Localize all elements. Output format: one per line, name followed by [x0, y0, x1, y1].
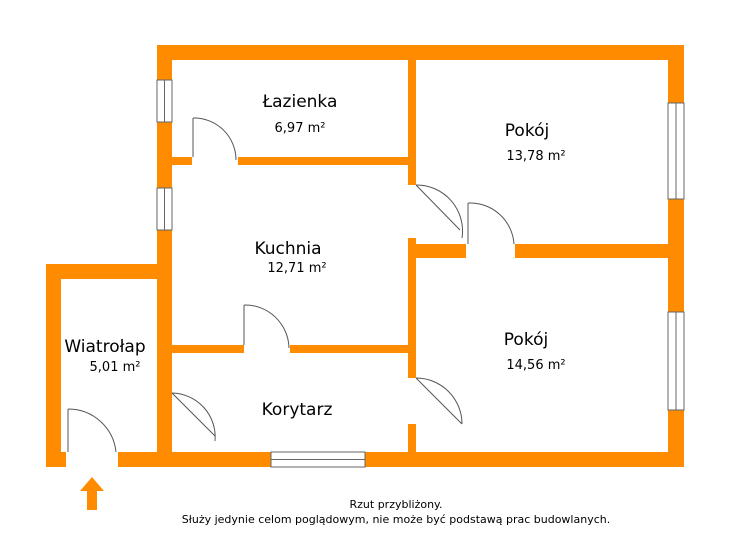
wall-bathroom-bottom	[172, 157, 192, 165]
door-corridor[interactable]	[171, 392, 216, 442]
room-label-bathroom: Łazienka 6,97 m²	[262, 92, 338, 136]
room-label-room-bottom: Pokój 14,56 m²	[504, 330, 566, 373]
wall-left-corridor	[157, 264, 172, 452]
window-room-bottom	[667, 311, 685, 411]
wall-kitchen-bottom-a	[172, 345, 244, 353]
door-room-bottom[interactable]	[415, 377, 463, 425]
room-name: Pokój	[505, 121, 549, 141]
room-area: 14,56 m²	[506, 358, 565, 373]
wall-bottom-right	[118, 452, 684, 467]
room-name: Łazienka	[262, 92, 338, 112]
room-label-vestibule: Wiatrołap 5,01 m²	[64, 337, 145, 375]
wall-divider-top	[408, 45, 416, 185]
door-room-top-a[interactable]	[415, 184, 464, 239]
wall-vestibule-top	[46, 264, 172, 279]
wall-divider-low	[408, 424, 416, 454]
wall-bottom-left	[46, 452, 66, 467]
doors	[67, 117, 515, 453]
entrance-arrow-icon	[80, 477, 104, 510]
window-kitchen	[156, 187, 173, 231]
window-corridor	[270, 451, 366, 468]
room-name: Korytarz	[262, 400, 333, 420]
room-area: 5,01 m²	[90, 360, 141, 375]
window-bathroom	[156, 79, 173, 123]
room-label-corridor: Korytarz	[262, 400, 333, 420]
wall-outer-top	[157, 45, 684, 60]
room-name: Pokój	[504, 330, 548, 350]
room-area: 6,97 m²	[275, 121, 326, 136]
room-name: Wiatrołap	[64, 337, 145, 357]
door-entrance[interactable]	[67, 408, 117, 453]
wall-room-top-bottom-a	[416, 244, 466, 258]
disclaimer-line-1: Rzut przybliżony.	[350, 498, 443, 511]
walls	[46, 45, 684, 467]
room-label-kitchen: Kuchnia 12,71 m²	[254, 239, 326, 276]
wall-vestibule-left	[46, 264, 61, 467]
door-room-top-b[interactable]	[467, 202, 515, 245]
door-kitchen[interactable]	[243, 304, 290, 349]
wall-bathroom-bottom-2	[238, 157, 416, 165]
room-name: Kuchnia	[254, 239, 321, 259]
wall-divider-mid	[408, 238, 416, 378]
room-area: 12,71 m²	[267, 261, 326, 276]
disclaimer-line-2: Służy jedynie celom poglądowym, nie może…	[182, 513, 610, 526]
room-label-room-top: Pokój 13,78 m²	[505, 121, 566, 164]
wall-kitchen-bottom-b	[290, 345, 416, 353]
windows	[156, 79, 685, 468]
room-area: 13,78 m²	[506, 149, 565, 164]
door-bathroom[interactable]	[192, 117, 237, 161]
window-room-top	[667, 102, 685, 200]
wall-room-top-bottom-b	[515, 244, 684, 258]
